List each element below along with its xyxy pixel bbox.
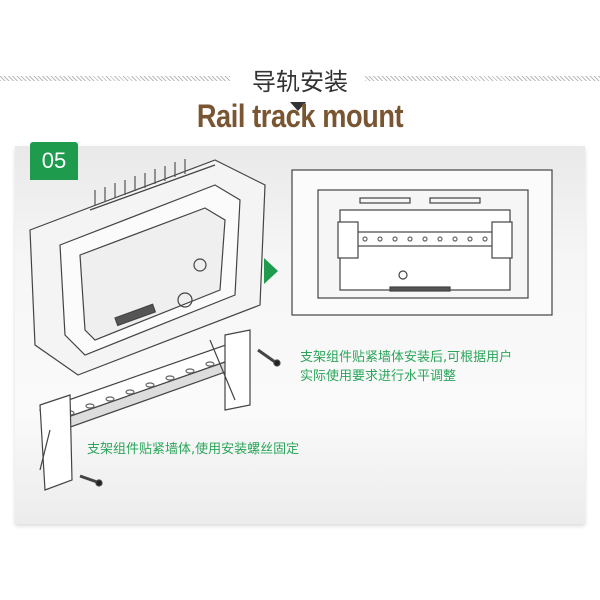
note-fix: 支架组件贴紧墙体,使用安装螺丝固定: [87, 442, 300, 457]
step-badge: 05: [30, 142, 78, 180]
note-adjust: 支架组件贴紧墙体安装后,可根据用户 实际使用要求进行水平调整: [300, 348, 512, 386]
note-adjust-line1: 支架组件贴紧墙体安装后,可根据用户: [300, 350, 513, 365]
wall-box-drawing: [29, 159, 266, 376]
front-view-drawing: [291, 169, 553, 316]
header-divider-right: [365, 76, 600, 81]
screw-icon: [79, 348, 281, 487]
note-adjust-line2: 实际使用要求进行水平调整: [300, 369, 457, 384]
title-english: Rail track mount: [196, 98, 404, 134]
rail-bracket-drawing: [39, 329, 251, 491]
header-divider-left: [0, 76, 230, 81]
title-chinese: 导轨安装: [252, 68, 348, 96]
arrow-right-icon: [264, 258, 278, 284]
pointer-icon: [290, 102, 306, 111]
